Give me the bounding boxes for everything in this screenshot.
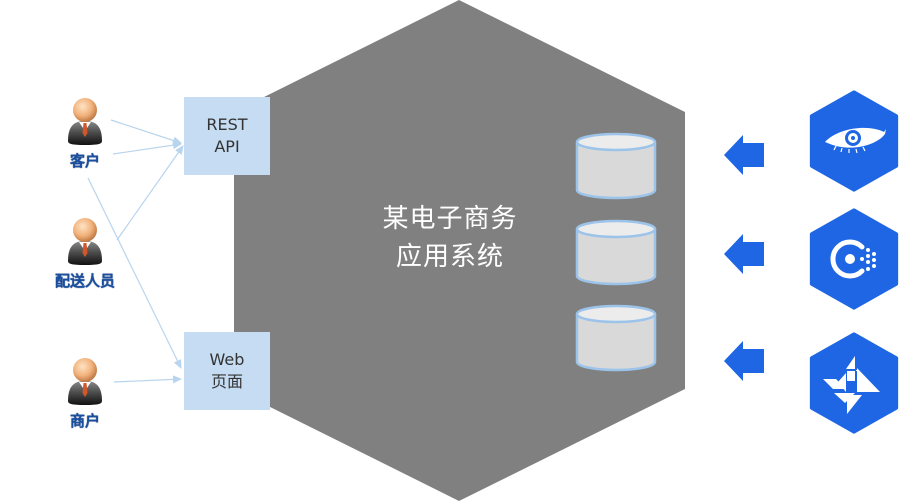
core-title-line-2: 应用系统	[395, 242, 504, 272]
connector-courier-rest	[116, 145, 184, 241]
adapter-consul	[809, 208, 899, 310]
adapter-eye	[809, 90, 899, 192]
port-web-page-line-1: Web	[209, 350, 245, 369]
database-3	[575, 304, 657, 372]
core-hexagon	[234, 0, 685, 501]
consul-icon	[830, 239, 876, 279]
arrow-left-icon-1	[724, 135, 764, 175]
courier-person-icon	[68, 218, 102, 265]
connector-customer-rest	[110, 119, 182, 145]
port-rest-api-line-1: REST	[206, 115, 248, 134]
port-rest-api: REST API	[184, 97, 270, 175]
arrow-left-icon-2	[724, 234, 764, 274]
database-1	[575, 132, 657, 200]
connector-merchant-web	[113, 375, 182, 384]
port-rest-api-line-2: API	[214, 137, 240, 156]
adapter-tangram	[809, 332, 899, 434]
port-web-page-line-2: 页面	[210, 372, 243, 391]
eye-icon	[825, 127, 886, 154]
arrow-left-icon-3	[724, 341, 764, 381]
tangram-icon	[823, 356, 880, 414]
port-web-page: Web 页面	[184, 332, 270, 410]
database-2	[575, 219, 657, 286]
core-title-line-1: 某电子商务	[382, 204, 518, 234]
actor-label-courier: 配送人员	[54, 272, 115, 290]
connectors	[87, 119, 184, 384]
actor-label-customer: 客户	[69, 152, 100, 170]
actor-label-merchant: 商户	[69, 412, 100, 430]
merchant-person-icon	[68, 358, 102, 405]
customer-person-icon	[68, 98, 102, 145]
connector-customer-web	[87, 177, 182, 369]
core-title: 某电子商务 应用系统	[350, 200, 550, 276]
connector-customer-rest-2	[112, 141, 182, 155]
